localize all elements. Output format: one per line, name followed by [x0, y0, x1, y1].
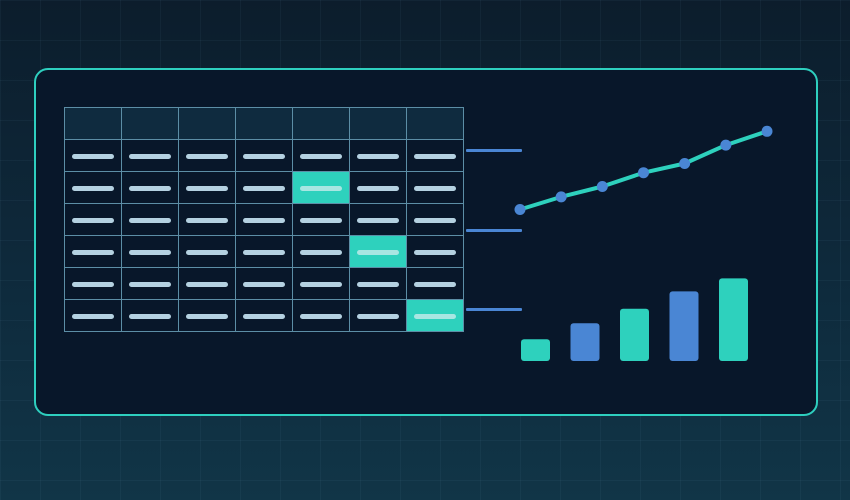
cell-placeholder-text: [129, 282, 171, 287]
table-header-cell: [406, 107, 464, 140]
bar: [521, 339, 550, 361]
cell-placeholder-text: [186, 218, 228, 223]
cell-placeholder-text: [357, 314, 399, 319]
table-cell: [235, 299, 293, 332]
cell-placeholder-text: [357, 218, 399, 223]
table-cell: [64, 203, 122, 236]
cell-placeholder-text: [129, 218, 171, 223]
table-cell: [235, 139, 293, 172]
cell-placeholder-text: [186, 186, 228, 191]
line-point: [514, 204, 526, 215]
bar: [719, 278, 748, 361]
table-cell: [121, 171, 179, 204]
cell-placeholder-text: [129, 250, 171, 255]
table-header-cell: [178, 107, 236, 140]
table-cell-highlighted: [292, 171, 350, 204]
cell-placeholder-text: [72, 250, 114, 255]
cell-placeholder-text: [357, 154, 399, 159]
cell-placeholder-text: [72, 218, 114, 223]
bar: [669, 291, 699, 361]
cell-placeholder-text: [243, 218, 285, 223]
cell-placeholder-text: [414, 282, 456, 287]
cell-placeholder-text: [129, 154, 171, 159]
cell-placeholder-text: [414, 218, 456, 223]
table-cell: [349, 203, 407, 236]
table-header-row: [64, 107, 464, 140]
table-row: [64, 235, 464, 268]
table-cell: [178, 171, 236, 204]
line-point: [596, 181, 608, 192]
cell-placeholder-text: [357, 250, 399, 255]
cell-placeholder-text: [300, 250, 342, 255]
table-header-cell: [349, 107, 407, 140]
cell-placeholder-text: [300, 154, 342, 159]
cell-placeholder-text: [300, 186, 342, 191]
connector-line: [466, 229, 522, 232]
cell-placeholder-text: [72, 186, 114, 191]
table-cell: [121, 267, 179, 300]
data-table: [64, 107, 464, 332]
connector-line: [466, 308, 522, 311]
table-cell: [292, 139, 350, 172]
table-cell-highlighted: [349, 235, 407, 268]
line-point: [720, 139, 732, 151]
line-point: [679, 158, 691, 169]
cell-placeholder-text: [129, 314, 171, 319]
cell-placeholder-text: [414, 154, 456, 159]
table-cell: [349, 267, 407, 300]
table-cell: [292, 299, 350, 332]
cell-placeholder-text: [186, 282, 228, 287]
bar: [570, 323, 600, 361]
cell-placeholder-text: [243, 314, 285, 319]
table-cell: [292, 235, 350, 268]
table-cell: [178, 235, 236, 268]
cell-placeholder-text: [186, 250, 228, 255]
bar: [620, 308, 649, 361]
table-cell: [235, 267, 293, 300]
table-row: [64, 139, 464, 172]
table-header-cell: [121, 107, 179, 140]
line-point: [638, 167, 649, 179]
cell-placeholder-text: [243, 282, 285, 287]
table-header-cell: [292, 107, 350, 140]
cell-placeholder-text: [357, 282, 399, 287]
table-cell: [349, 299, 407, 332]
table-cell: [406, 267, 464, 300]
table-cell: [121, 299, 179, 332]
cell-placeholder-text: [357, 186, 399, 191]
cell-placeholder-text: [72, 314, 114, 319]
connector-line: [466, 149, 522, 152]
cell-placeholder-text: [300, 218, 342, 223]
cell-placeholder-text: [300, 314, 342, 319]
table-cell: [178, 203, 236, 236]
line-point: [555, 191, 567, 203]
table-row: [64, 203, 464, 236]
table-cell: [178, 139, 236, 172]
cell-placeholder-text: [243, 154, 285, 159]
cell-placeholder-text: [186, 314, 228, 319]
cell-placeholder-text: [72, 282, 114, 287]
table-cell: [64, 235, 122, 268]
table-header-cell: [235, 107, 293, 140]
cell-placeholder-text: [414, 250, 456, 255]
cell-placeholder-text: [72, 154, 114, 159]
table-row: [64, 299, 464, 332]
cell-placeholder-text: [129, 186, 171, 191]
line-point: [761, 125, 773, 137]
cell-placeholder-text: [300, 282, 342, 287]
table-cell: [292, 203, 350, 236]
table-cell: [178, 299, 236, 332]
cell-placeholder-text: [243, 186, 285, 191]
table-cell-highlighted: [406, 299, 464, 332]
cell-placeholder-text: [243, 250, 285, 255]
cell-placeholder-text: [414, 186, 456, 191]
cell-placeholder-text: [186, 154, 228, 159]
cell-placeholder-text: [414, 314, 456, 319]
